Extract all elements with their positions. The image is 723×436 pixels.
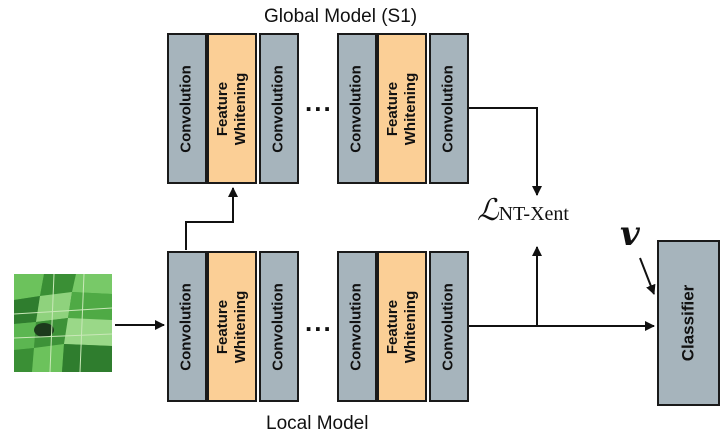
global-convolution-block-2: Convolution (259, 33, 299, 184)
block-label-line1: Feature (384, 81, 402, 136)
v-to-classifier-arrow (639, 257, 656, 295)
nt-xent-loss-label: ℒNT-Xent (477, 193, 569, 228)
satellite-image-icon (14, 274, 112, 372)
loss-symbol: ℒ (477, 193, 499, 228)
local-convolution-block-2: Convolution (259, 251, 299, 402)
local-ellipsis: ... (305, 307, 333, 337)
global-ellipsis: ... (305, 87, 333, 117)
block-label-line1: Feature (214, 81, 232, 136)
global-convolution-block-3: Convolution (337, 33, 377, 184)
local-convolution-block-3: Convolution (337, 251, 377, 402)
block-label: Convolution (270, 64, 288, 153)
block-label-line2: Whitening (232, 72, 250, 145)
block-label: Convolution (440, 282, 458, 371)
block-label-line2: Whitening (232, 290, 250, 363)
local-model-title: Local Model (266, 413, 369, 434)
global-convolution-block-4: Convolution (429, 33, 469, 184)
global-convolution-block-1: Convolution (167, 33, 207, 184)
block-label-line2: Whitening (402, 290, 420, 363)
block-label: Convolution (440, 64, 458, 153)
block-label: Convolution (348, 64, 366, 153)
local-convolution-block-4: Convolution (429, 251, 469, 402)
block-label: Convolution (178, 282, 196, 371)
global-model-title: Global Model (S1) (264, 6, 418, 27)
loss-subscript: NT-Xent (498, 203, 569, 225)
local-to-global-arrow (185, 187, 238, 250)
satellite-image (14, 274, 112, 372)
local-convolution-block-1: Convolution (167, 251, 207, 402)
classifier-block: Classifier (657, 240, 720, 406)
block-label: Convolution (178, 64, 196, 153)
block-label-line2: Whitening (402, 72, 420, 145)
block-label: Convolution (348, 282, 366, 371)
classifier-label: Classifier (678, 284, 698, 362)
block-label: Convolution (270, 282, 288, 371)
block-label-line1: Feature (384, 299, 402, 354)
block-label-line1: Feature (214, 299, 232, 354)
global-to-loss-arrow (465, 107, 542, 196)
v-symbol: v (620, 214, 640, 254)
